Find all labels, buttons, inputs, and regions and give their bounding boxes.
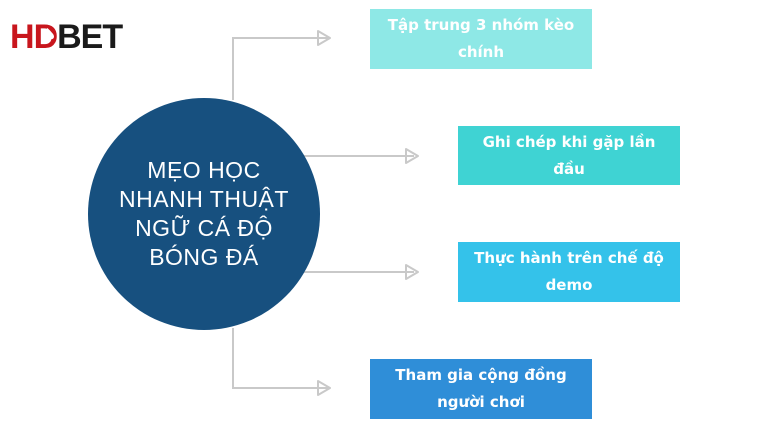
- tip-box-take-notes: Ghi chép khi gặp lần đầu: [458, 126, 680, 185]
- arrowhead-3: [405, 264, 419, 280]
- tip-box-focus-bet-groups: Tập trung 3 nhóm kèo chính: [370, 9, 592, 69]
- logo-letter-h: H: [10, 17, 35, 56]
- tip-box-join-community: Tham gia cộng đồng người chơi: [370, 359, 592, 419]
- arrowhead-1: [317, 30, 331, 46]
- connector-top: [232, 37, 328, 100]
- central-topic-circle: MẸO HỌC NHANH THUẬT NGỮ CÁ ĐỘ BÓNG ĐÁ: [88, 98, 320, 330]
- logo-letter-d: D: [34, 18, 59, 57]
- arrowhead-4: [317, 380, 331, 396]
- central-topic-label: MẸO HỌC NHANH THUẬT NGỮ CÁ ĐỘ BÓNG ĐÁ: [119, 157, 289, 270]
- spade-icon: [40, 27, 54, 42]
- tip-label-3: Thực hành trên chế độ demo: [474, 249, 664, 294]
- tip-label-1: Tập trung 3 nhóm kèo chính: [387, 16, 575, 61]
- arrowhead-2: [405, 148, 419, 164]
- tip-box-practice-demo: Thực hành trên chế độ demo: [458, 242, 680, 302]
- logo-word-bet: BET: [57, 17, 123, 56]
- tip-label-2: Ghi chép khi gặp lần đầu: [482, 132, 656, 178]
- hdbet-logo: H D BET: [10, 17, 123, 57]
- connector-bottom: [232, 328, 328, 389]
- tip-label-4: Tham gia cộng đồng người chơi: [395, 366, 567, 411]
